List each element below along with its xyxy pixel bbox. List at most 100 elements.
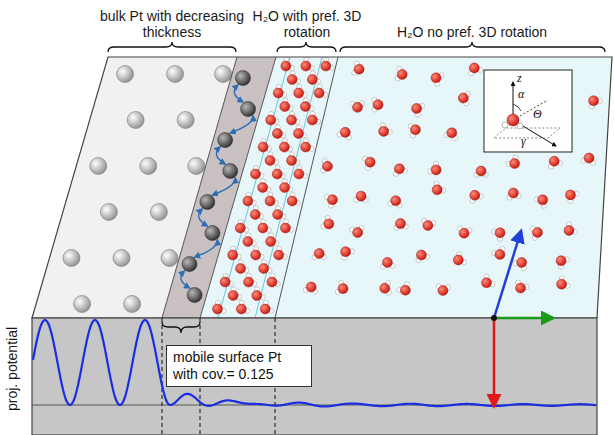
oxygen-atom <box>322 161 332 171</box>
oxygen-atom <box>314 249 324 259</box>
region-label: bulk Pt with decreasing thickness <box>87 8 257 40</box>
pt-atom <box>205 226 220 241</box>
pt-atom <box>223 164 238 179</box>
oxygen-atom <box>459 228 469 238</box>
oxygen-atom <box>517 258 527 268</box>
oxygen-atom <box>293 129 303 139</box>
oxygen-atom <box>353 228 363 238</box>
oxygen-atom <box>557 279 567 289</box>
oxygen-atom <box>584 153 594 163</box>
oxygen-atom <box>314 88 324 98</box>
oxygen-atom <box>294 169 304 179</box>
oxygen-atom <box>356 191 366 201</box>
oxygen-atom <box>508 188 518 198</box>
pt-atom <box>124 296 141 313</box>
pt-atom <box>235 71 250 86</box>
oxygen-atom <box>338 284 348 294</box>
oxygen-atom <box>394 164 404 174</box>
oxygen-atom <box>266 115 276 125</box>
oxygen-atom <box>287 75 297 85</box>
box-text: mobile surface Pt with cov.= 0.125 <box>173 349 305 383</box>
oxygen-atom <box>280 102 290 112</box>
pt-atom <box>200 195 215 210</box>
oxygen-atom <box>510 159 520 169</box>
oxygen-atom <box>565 190 575 200</box>
label-box: mobile surface Pt with cov.= 0.125 <box>166 345 312 387</box>
pt-atom <box>177 112 194 129</box>
oxygen-atom <box>458 93 468 103</box>
pt-atom <box>90 158 107 175</box>
pt-atom <box>161 250 178 267</box>
oxygen-atom <box>410 125 420 135</box>
water-region <box>200 57 612 318</box>
oxygen-atom <box>507 114 519 126</box>
angle-symbol: Θ <box>533 108 542 121</box>
pt-atom <box>167 66 184 83</box>
oxygen-atom <box>416 250 426 260</box>
oxygen-atom <box>235 223 245 233</box>
oxygen-atom <box>280 223 290 233</box>
bracket <box>162 322 200 333</box>
axis-arrow <box>493 318 496 406</box>
oxygen-atom <box>243 196 253 206</box>
inset-box <box>484 70 572 152</box>
oxygen-atom <box>272 129 282 139</box>
oxygen-atom <box>432 185 442 195</box>
pt-atom <box>127 112 144 129</box>
oxygen-atom <box>538 195 548 205</box>
oxygen-atom <box>324 219 334 229</box>
hop-arrow <box>234 85 243 102</box>
oxygen-atom <box>353 102 363 112</box>
oxygen-atom <box>431 165 441 175</box>
oxygen-atom <box>287 156 297 166</box>
oxygen-atom <box>236 304 246 314</box>
pt-atom <box>100 204 117 221</box>
plane-outline <box>494 128 560 138</box>
hop-arrow <box>212 178 235 195</box>
oxygen-atom <box>307 75 317 85</box>
oxygen-atom <box>438 286 448 296</box>
hop-arrow <box>199 209 208 226</box>
hop-arrow <box>216 147 225 164</box>
oxygen-atom <box>228 250 238 260</box>
angle-symbol: z <box>517 72 522 85</box>
axis-arrow <box>494 231 521 318</box>
oxygen-atom <box>453 255 463 265</box>
oxygen-atom <box>272 169 282 179</box>
region-border <box>162 57 237 318</box>
oxygen-atom <box>396 219 406 229</box>
oxygen-atom <box>482 278 492 288</box>
oxygen-atom <box>589 96 599 106</box>
oxygen-atom <box>265 196 275 206</box>
angle-arc <box>513 104 521 111</box>
pt-atom <box>215 66 232 83</box>
oxygen-atom <box>273 88 283 98</box>
slab-outline <box>32 57 612 318</box>
oxygen-atom <box>279 142 289 152</box>
oxygen-atom <box>267 277 277 287</box>
hop-arrow <box>181 271 190 288</box>
pt-atom <box>182 257 197 272</box>
oxygen-atom <box>287 115 297 125</box>
bracket <box>277 42 336 52</box>
oxygen-atom <box>400 285 410 295</box>
oxygen-atom <box>266 237 276 247</box>
oxygen-atom <box>327 195 337 205</box>
pt-atom <box>187 288 202 303</box>
hop-arrow <box>195 240 218 257</box>
region-label: H₂O with pref. 3D rotation <box>251 8 363 40</box>
oxygen-atom <box>391 196 401 206</box>
oxygen-atom <box>280 183 290 193</box>
oxygen-atom <box>382 257 392 267</box>
oxygen-atom <box>228 291 238 301</box>
oxygen-atom <box>556 256 566 266</box>
oxygen-atom <box>258 183 268 193</box>
axis-origin <box>491 315 497 321</box>
pt-atom <box>150 204 167 221</box>
oxygen-atom <box>447 128 457 138</box>
angle-symbol: γ <box>521 135 526 148</box>
oxygen-atom <box>274 250 284 260</box>
angle-symbol: α <box>518 88 524 101</box>
oxygen-atom <box>301 142 311 152</box>
